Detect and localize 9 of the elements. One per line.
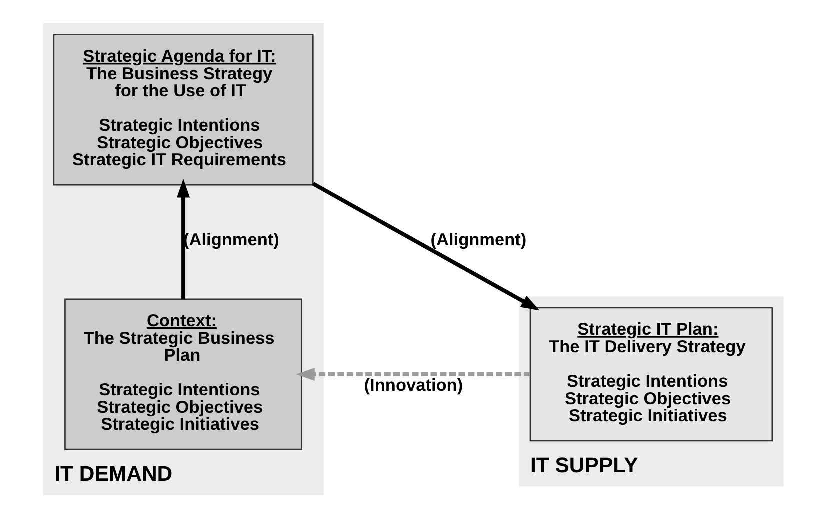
node-box: Context: The Strategic Business Plan Strategic Intentions Strategic Objectives Strategic Initiatives <box>64 298 302 450</box>
arrow <box>176 179 190 300</box>
node-box: Strategic IT Plan: The IT Delivery Strategy Strategic Intentions Strategic Objectives Strategic Initiatives <box>529 307 773 442</box>
edge-label: (Alignment) <box>430 229 526 250</box>
arrow <box>312 182 540 311</box>
node-box: Strategic Agenda for IT: The Business Strategy for the Use of IT Strategic Intentions Strategic Objectives Strategic IT Requirements <box>52 34 314 186</box>
edge-label: (Innovation) <box>364 374 463 395</box>
arrow <box>296 368 530 382</box>
edge-label: (Alignment) <box>183 229 279 250</box>
